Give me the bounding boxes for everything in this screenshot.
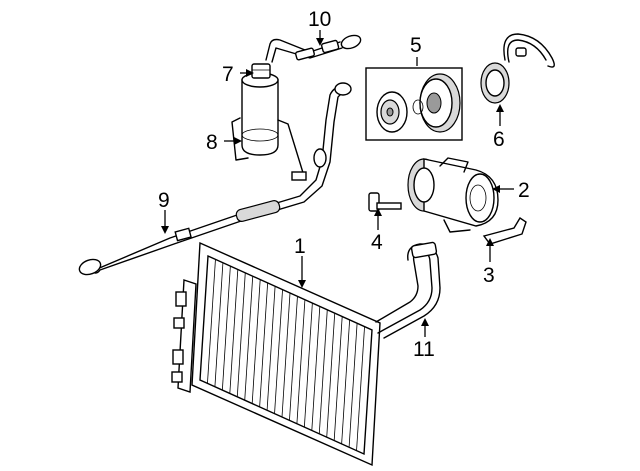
compressor[interactable]: [407, 157, 499, 233]
condenser-fin: [326, 313, 336, 438]
clutch-kit[interactable]: [365, 67, 463, 141]
mounting-bolt[interactable]: [368, 192, 402, 212]
condenser-fin: [281, 292, 291, 418]
leader-lines: [161, 30, 514, 337]
callout-5: 5: [410, 34, 422, 57]
condenser-fin: [274, 289, 283, 414]
condenser-fin: [296, 299, 306, 424]
callout-4: 4: [371, 231, 383, 254]
condenser-fin: [259, 282, 269, 407]
condenser-fin: [348, 323, 358, 448]
pressure-switch[interactable]: [251, 63, 271, 79]
callout-3: 3: [483, 264, 495, 287]
condenser-fin: [221, 266, 231, 391]
condenser-fin: [236, 272, 246, 397]
condenser-fin: [244, 276, 254, 401]
callout-8: 8: [206, 131, 218, 154]
condenser-fin: [229, 269, 239, 394]
condenser-fin: [333, 316, 343, 441]
discharge-line[interactable]: [375, 241, 441, 339]
condenser-fins: [207, 259, 365, 451]
condenser-fin: [207, 259, 216, 384]
accumulator[interactable]: [231, 72, 307, 181]
condenser-fin: [356, 326, 365, 451]
callout-11: 11: [413, 338, 435, 361]
condenser-fin: [214, 262, 224, 387]
condenser[interactable]: [171, 241, 381, 467]
suction-hose[interactable]: [265, 33, 362, 63]
condenser-fin: [251, 279, 261, 404]
callout-labels: 1 2 3 4 5 6 7 8 9 10 11: [158, 8, 530, 361]
condenser-fin: [289, 296, 298, 421]
callout-7: 7: [222, 63, 234, 86]
clutch-coil[interactable]: [480, 33, 555, 104]
condenser-fin: [318, 309, 328, 434]
callout-6: 6: [493, 128, 505, 151]
condenser-fin: [266, 286, 276, 411]
callout-9: 9: [158, 189, 170, 212]
callout-2: 2: [518, 179, 530, 202]
callout-1: 1: [294, 235, 306, 258]
condenser-fin: [303, 303, 313, 428]
condenser-fin: [341, 319, 351, 444]
liquid-line[interactable]: [77, 82, 352, 277]
callout-10: 10: [308, 8, 331, 31]
condenser-fin: [311, 306, 321, 431]
